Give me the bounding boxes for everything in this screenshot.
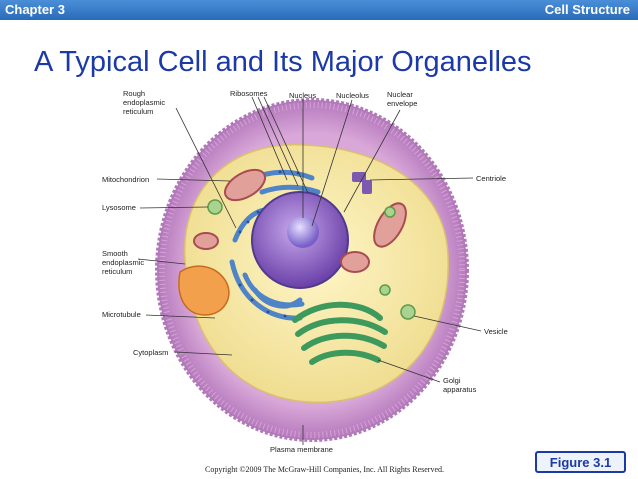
label-smooth-er-2: endoplasmic: [102, 258, 144, 267]
label-nuclear-envelope-2: envelope: [387, 99, 417, 108]
label-cytoplasm: Cytoplasm: [133, 348, 168, 357]
label-nucleolus: Nucleolus: [336, 91, 369, 100]
label-lysosome: Lysosome: [102, 203, 136, 212]
label-microtubule: Microtubule: [102, 310, 141, 319]
label-nucleus: Nucleus: [289, 91, 316, 100]
label-golgi-1: Golgi: [443, 376, 461, 385]
header-bar: Chapter 3 Cell Structure: [0, 0, 638, 20]
lysosome-shape: [207, 199, 223, 215]
ribosome-dots: [238, 170, 300, 318]
label-smooth-er-1: Smooth: [102, 249, 128, 258]
label-rough-er-2: endoplasmic: [123, 98, 165, 107]
golgi-shape: [292, 301, 388, 365]
label-rough-er-1: Rough: [123, 89, 145, 98]
chapter-label: Chapter 3: [5, 2, 65, 17]
label-golgi-2: apparatus: [443, 385, 477, 394]
nucleus-shape: [251, 191, 349, 289]
label-mitochondrion: Mitochondrion: [102, 175, 149, 184]
slide-title: A Typical Cell and Its Major Organelles: [34, 46, 532, 78]
leader-lines: [137, 96, 482, 445]
label-smooth-er-3: reticulum: [102, 267, 132, 276]
label-plasma-membrane: Plasma membrane: [270, 445, 333, 454]
centriole-shape: [352, 172, 372, 194]
label-rough-er-3: reticulum: [123, 107, 153, 116]
label-vesicle: Vesicle: [484, 327, 508, 336]
label-ribosomes: Ribosomes: [230, 89, 268, 98]
copyright-notice: Copyright ©2009 The McGraw-Hill Companie…: [205, 465, 445, 474]
figure-label: Figure 3.1: [535, 451, 626, 473]
mitochondria-shapes: [193, 168, 407, 273]
label-centriole: Centriole: [476, 174, 506, 183]
vesicle-shapes: [379, 206, 416, 320]
label-nuclear-envelope-1: Nuclear: [387, 90, 413, 99]
section-label: Cell Structure: [544, 2, 630, 17]
smooth-er-shape: [178, 265, 230, 316]
